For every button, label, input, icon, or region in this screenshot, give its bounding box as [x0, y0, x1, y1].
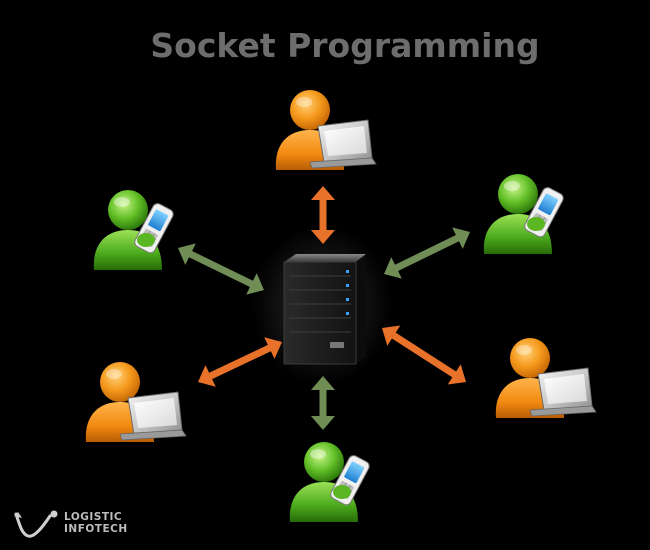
user-phone-icon — [473, 173, 566, 261]
brand-logo: LOGISTIC INFOTECH — [12, 506, 162, 542]
arrow-top — [311, 186, 335, 244]
user-laptop-icon — [261, 89, 377, 177]
user-laptop-icon — [481, 337, 597, 425]
arrow-bottom — [311, 376, 335, 430]
node-top — [261, 89, 377, 177]
connection-arrows — [178, 186, 470, 430]
user-phone-icon — [279, 441, 372, 529]
user-phone-icon — [83, 189, 176, 277]
node-bottom — [279, 441, 372, 529]
arrow-lower-left — [198, 337, 282, 387]
arrow-upper-right — [384, 227, 470, 279]
logo-icon — [14, 510, 58, 538]
node-lower-right — [481, 337, 597, 425]
diagram-title: Socket Programming — [150, 26, 540, 65]
brand-line-1: LOGISTIC — [64, 511, 123, 523]
brand-line-2: INFOTECH — [64, 523, 128, 535]
node-upper-left — [83, 189, 176, 277]
node-upper-right — [473, 173, 566, 261]
arrow-lower-right — [382, 325, 466, 385]
arrow-upper-left — [178, 243, 264, 295]
server-icon — [252, 225, 392, 385]
user-laptop-icon — [71, 361, 187, 449]
node-lower-left — [71, 361, 187, 449]
